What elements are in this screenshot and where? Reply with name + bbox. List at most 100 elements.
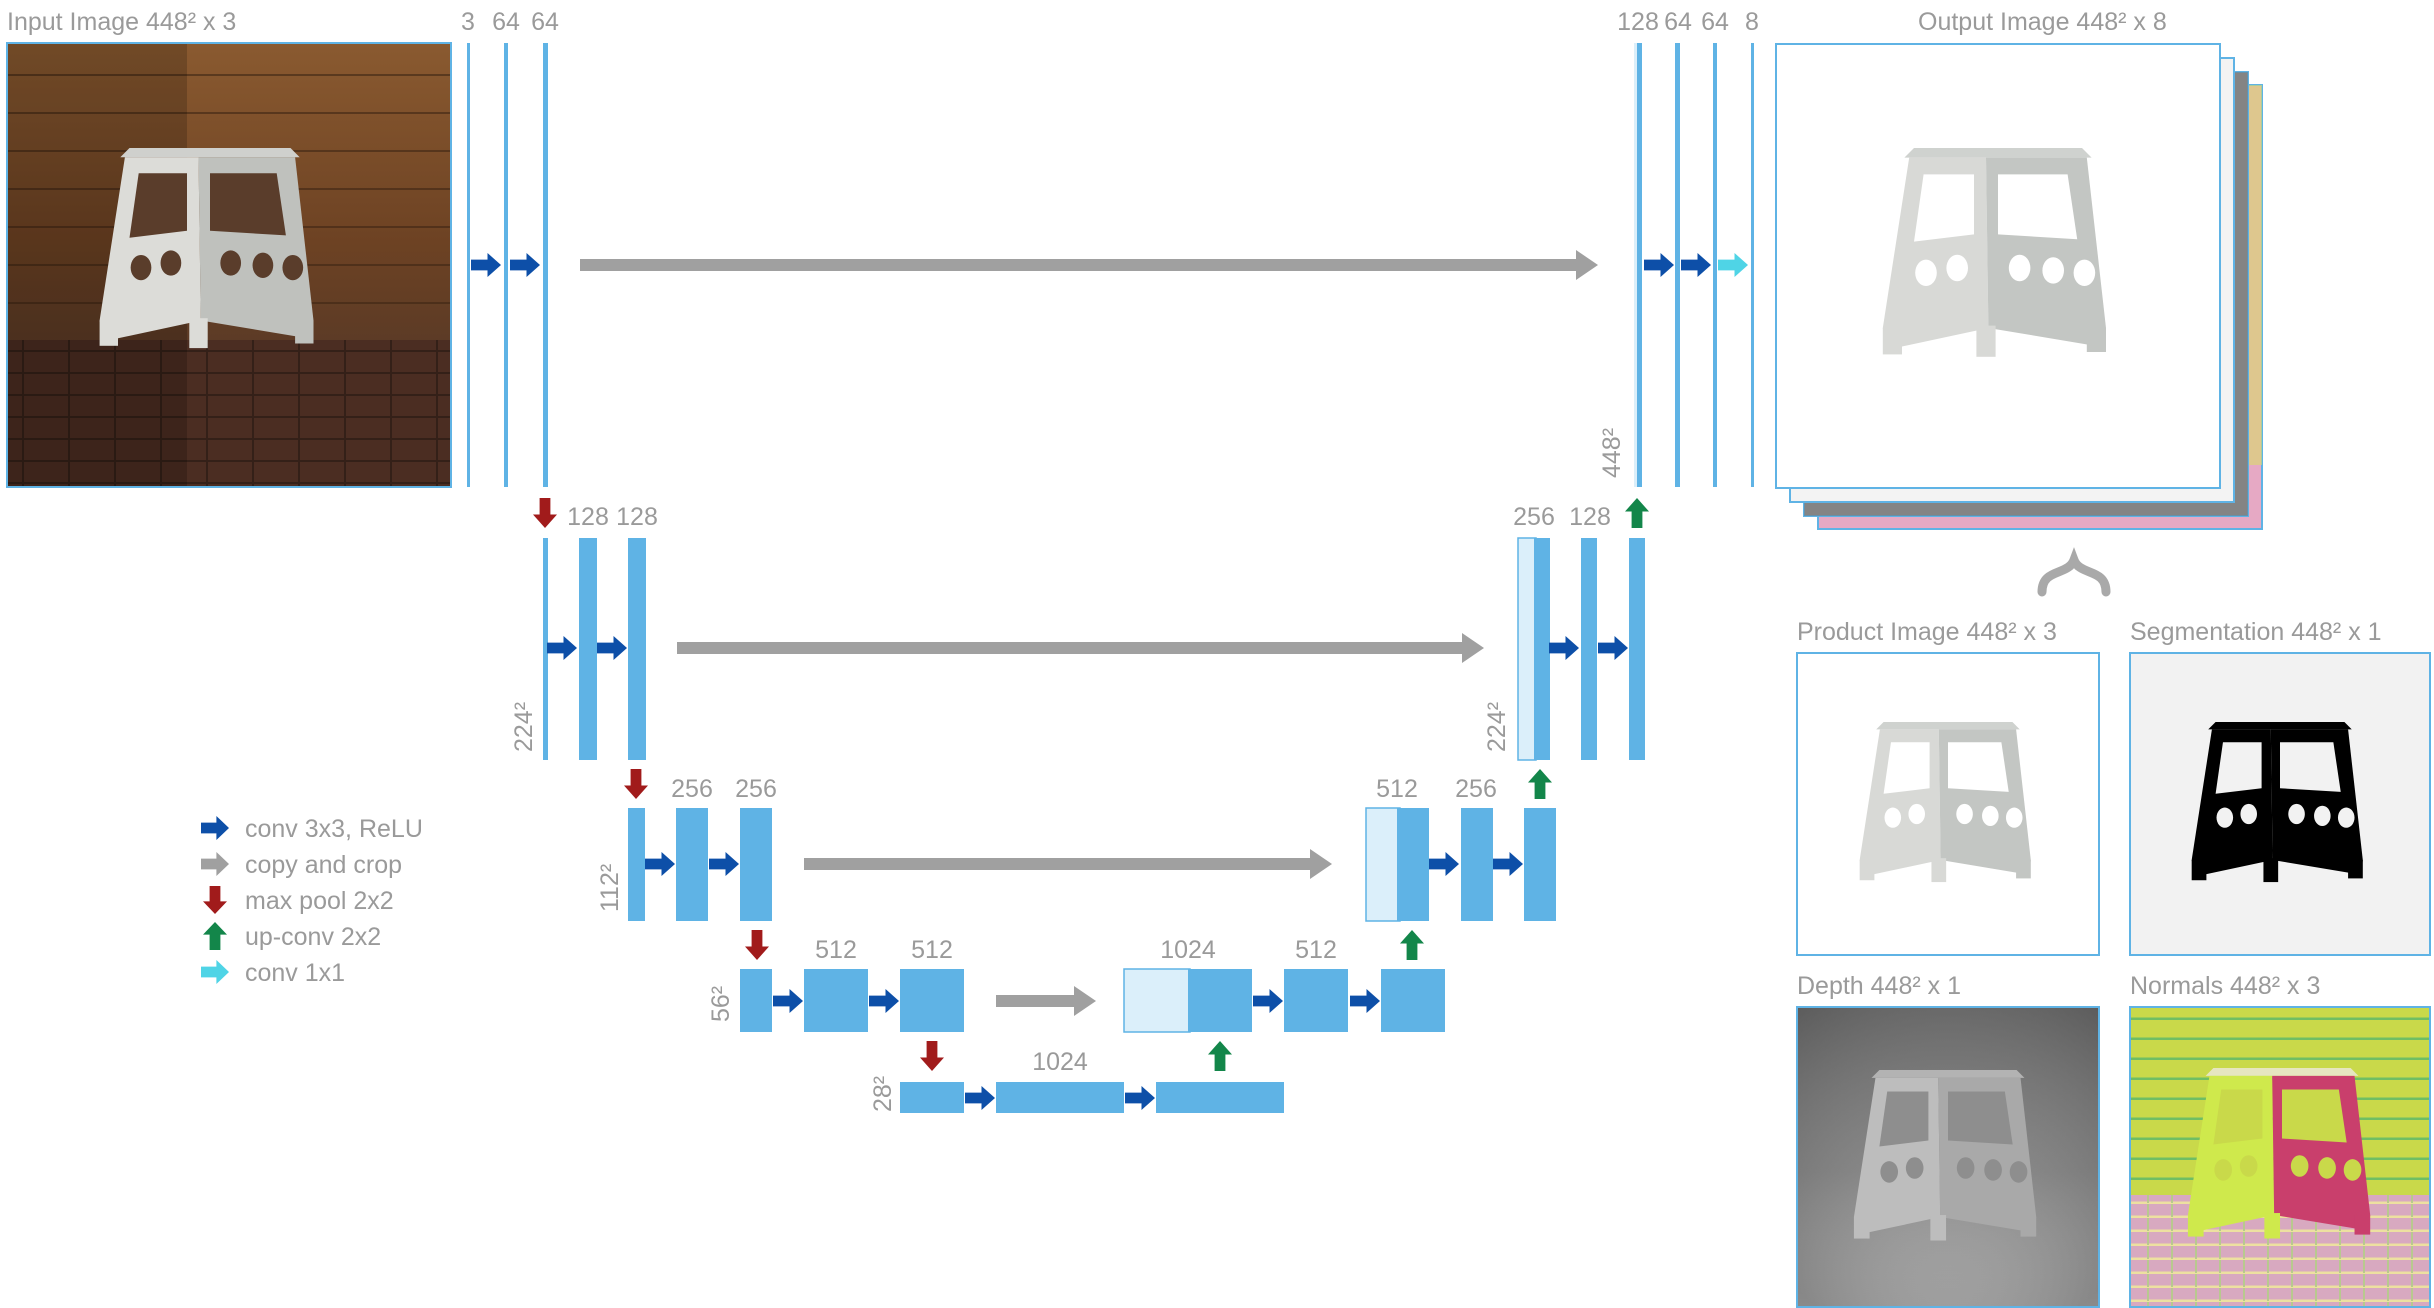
depth-image — [1796, 1006, 2100, 1308]
arrow-copy-level4 — [996, 986, 1096, 1016]
block-enc2-pool — [543, 538, 548, 760]
block-dec1-conv2 — [1713, 43, 1717, 487]
label-dec2-ch256: 256 — [1513, 503, 1555, 531]
block-bottleneck-conv1 — [996, 1082, 1124, 1113]
label-res-112: 112² — [596, 864, 624, 912]
block-enc1-conv2 — [543, 43, 548, 487]
block-enc4-conv2 — [900, 969, 964, 1032]
block-dec4-copy — [1123, 968, 1191, 1033]
block-enc4-pool — [740, 969, 772, 1032]
segmentation-image-label: Segmentation 448² x 1 — [2130, 618, 2382, 646]
label-dec1-ch128: 128 — [1617, 8, 1659, 36]
legend-item: up-conv 2x2 — [203, 922, 381, 951]
block-dec1-conv1 — [1675, 43, 1680, 487]
arrow-conv-dec2-b — [1598, 636, 1628, 660]
block-dec4-up — [1188, 969, 1252, 1032]
block-dec3-up — [1397, 808, 1429, 921]
legend-label: copy and crop — [245, 851, 402, 879]
arrow-conv-enc4-b — [869, 989, 899, 1013]
arrow-conv-dec3-b — [1493, 852, 1523, 876]
output-image-label: Output Image 448² x 8 — [1918, 8, 2167, 36]
arrow-pool-4 — [920, 1041, 944, 1071]
block-enc3-conv2 — [740, 808, 772, 921]
arrow-pool-1 — [533, 498, 557, 528]
legend-item: max pool 2x2 — [203, 886, 394, 915]
arrow-conv-dec3-a — [1429, 852, 1459, 876]
segmentation-image — [2129, 652, 2431, 956]
normals-image — [2129, 1006, 2431, 1308]
legend-arrow — [201, 960, 229, 984]
label-enc4-ch512b: 512 — [911, 936, 953, 964]
block-enc1-input — [467, 43, 470, 487]
label-dec1-ch8: 8 — [1745, 8, 1759, 36]
label-res-448: 448² — [1598, 428, 1626, 478]
block-enc3-conv1 — [676, 808, 708, 921]
legend-label: max pool 2x2 — [245, 887, 394, 915]
label-dec2-ch128: 128 — [1569, 503, 1611, 531]
legend-item: copy and crop — [201, 851, 402, 879]
input-image — [6, 42, 452, 488]
arrow-conv-bottleneck-b — [1125, 1086, 1155, 1110]
arrow-conv-enc1-b — [510, 253, 540, 277]
label-bottleneck-ch1024: 1024 — [1032, 1048, 1088, 1076]
label-dec4-ch1024: 1024 — [1160, 936, 1216, 964]
block-bottleneck-pool — [900, 1082, 964, 1113]
arrow-conv-dec2-a — [1549, 636, 1579, 660]
block-enc3-pool — [628, 808, 645, 921]
arrow-conv-enc4-a — [773, 989, 803, 1013]
label-enc2-ch128a: 128 — [567, 503, 609, 531]
block-dec3-conv1 — [1461, 808, 1493, 921]
arrow-conv-enc1-a — [471, 253, 501, 277]
label-enc3-ch256a: 256 — [671, 775, 713, 803]
arrow-upconv-4 — [1400, 930, 1424, 960]
arrow-conv-enc2-a — [547, 636, 577, 660]
arrow-conv-dec4-b — [1350, 989, 1380, 1013]
arrow-conv-enc3-b — [709, 852, 739, 876]
arrow-upconv-bottleneck — [1208, 1041, 1232, 1071]
normals-image-label: Normals 448² x 3 — [2130, 972, 2320, 1000]
label-dec1-ch64a: 64 — [1664, 8, 1692, 36]
legend-arrow — [201, 852, 229, 876]
label-dec3-ch512: 512 — [1376, 775, 1418, 803]
legend-label: conv 1x1 — [245, 959, 345, 987]
block-enc2-conv1 — [579, 538, 597, 760]
arrow-conv-dec4-a — [1253, 989, 1283, 1013]
arrow-conv-enc3-a — [645, 852, 675, 876]
depth-image-label: Depth 448² x 1 — [1797, 972, 1961, 1000]
arrow-upconv-3 — [1528, 769, 1552, 799]
legend-arrow — [203, 922, 227, 950]
label-dec4-ch512: 512 — [1295, 936, 1337, 964]
label-enc2-ch128b: 128 — [616, 503, 658, 531]
block-dec1-out — [1751, 43, 1754, 487]
arrow-conv1x1-dec1 — [1718, 253, 1748, 277]
block-dec4-conv1 — [1284, 969, 1348, 1032]
legend-item: conv 1x1 — [201, 959, 345, 987]
block-dec1-concat-light — [1634, 43, 1637, 487]
product-image-label: Product Image 448² x 3 — [1797, 618, 2057, 646]
legend-arrow — [201, 816, 229, 840]
legend-label: conv 3x3, ReLU — [245, 815, 423, 843]
legend-label: up-conv 2x2 — [245, 923, 381, 951]
legend: conv 3x3, ReLU copy and crop max pool 2x2 u… — [201, 815, 423, 987]
arrow-conv-enc2-b — [597, 636, 627, 660]
output-image-stack — [1775, 43, 2263, 530]
block-enc2-conv2 — [628, 538, 646, 760]
label-enc1-ch64b: 64 — [531, 8, 559, 36]
label-enc3-ch256b: 256 — [735, 775, 777, 803]
arrow-copy-level1 — [580, 250, 1598, 280]
block-dec1-concat — [1637, 43, 1642, 487]
label-dec1-ch64b: 64 — [1701, 8, 1729, 36]
label-dec3-ch256: 256 — [1455, 775, 1497, 803]
label-enc1-ch64a: 64 — [492, 8, 520, 36]
arrow-conv-dec1-b — [1681, 253, 1711, 277]
block-dec3-conv2 — [1524, 808, 1556, 921]
arrow-copy-level2 — [677, 633, 1484, 663]
input-image-label: Input Image 448² x 3 — [7, 8, 236, 36]
block-dec2-conv1 — [1581, 538, 1597, 760]
block-dec3-copy — [1365, 807, 1401, 922]
label-res-28: 28² — [869, 1076, 897, 1112]
arrow-upconv-2 — [1625, 498, 1649, 528]
product-image — [1796, 652, 2100, 956]
label-enc4-ch512a: 512 — [815, 936, 857, 964]
